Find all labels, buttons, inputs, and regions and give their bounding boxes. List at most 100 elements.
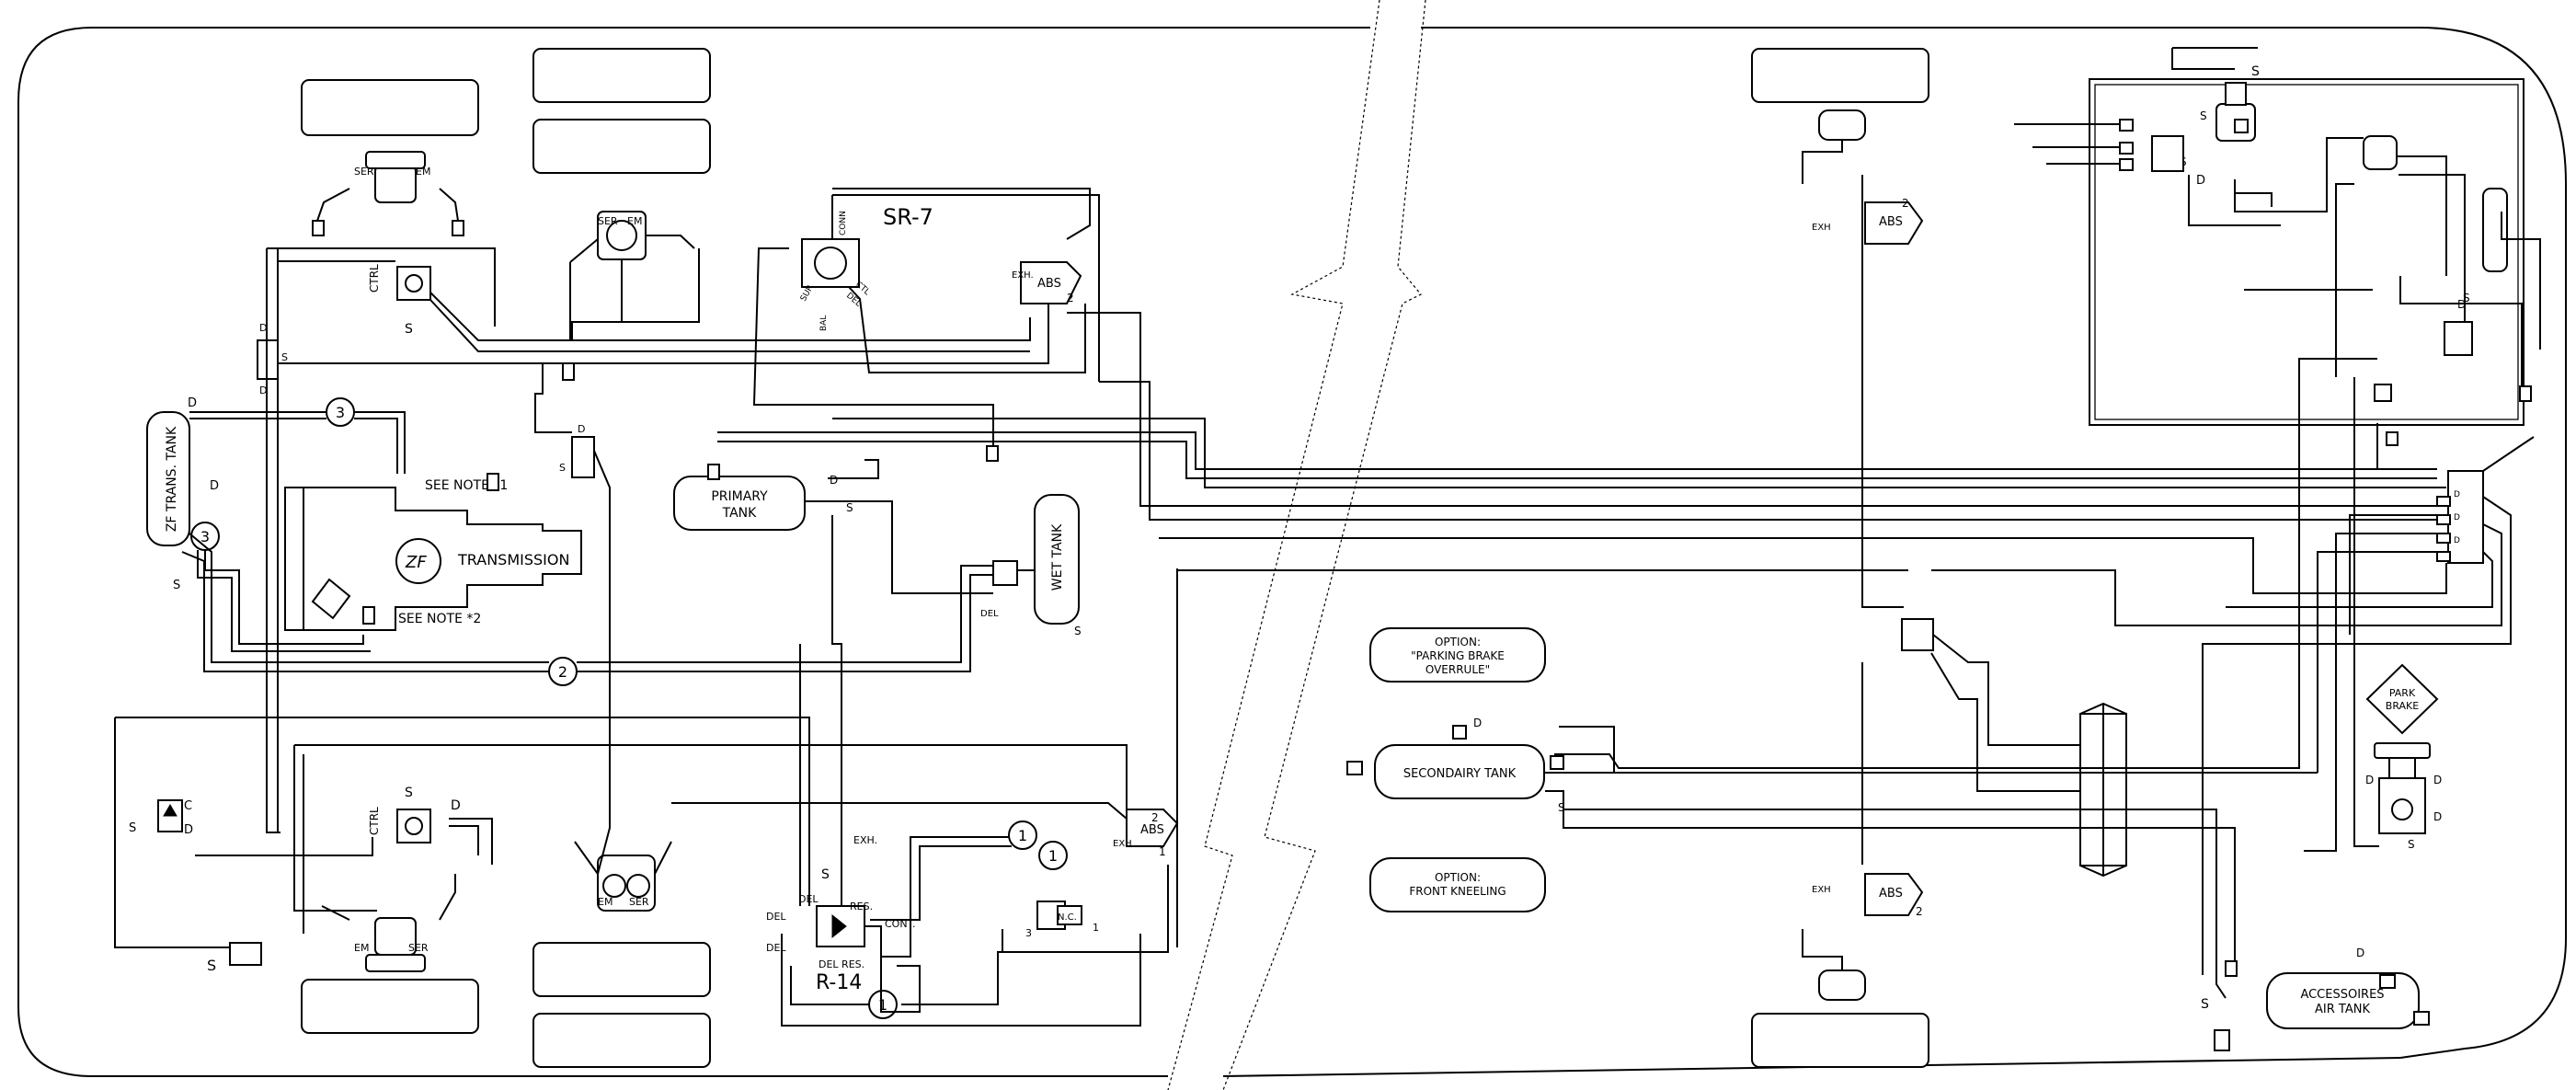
wheel-front-right-upper (1751, 48, 1929, 103)
abs-front-lower-exh: EXH (1812, 885, 1831, 895)
ctrl-lower-d-label: D (451, 798, 461, 813)
callout-1-bottom-num: 1 (878, 996, 887, 1014)
secondary-tank-label: SECONDAIRY TANK (1403, 767, 1517, 781)
callout-3-lower: 3 (190, 522, 220, 551)
brake-chamber-drive-upper: SER EM (569, 211, 695, 263)
zf-tank-label: ZF TRANS. TANK (165, 426, 179, 532)
drive-upper-em-label: EM (627, 215, 642, 227)
park-brake-sign: PARK BRAKE (2365, 663, 2439, 735)
abs-front-upper-label: ABS (1879, 215, 1903, 229)
chamber-ser-label: SER (354, 166, 374, 178)
ctrl-valve-upper: CTRL S (368, 264, 431, 337)
park-valve-d1: D (2365, 774, 2374, 786)
ctrl-upper-s-label: S (405, 322, 413, 337)
front-axle-beam (2079, 702, 2127, 878)
transmission-label: TRANSMISSION (457, 551, 569, 568)
panel-s-top: S (2251, 64, 2260, 79)
chamber-lower-em-label: EM (354, 942, 369, 954)
abs-lower-port1: 1 (1159, 845, 1166, 858)
spring-valve-bottom-left: S (207, 942, 262, 974)
abs-front-lower-label: ABS (1879, 887, 1903, 901)
sr7-port-conn: CONN (839, 211, 848, 235)
r14-exh-label: EXH. (853, 834, 877, 846)
park-brake-line1: PARK (2389, 687, 2416, 699)
see-note-2: SEE NOTE *2 (398, 612, 481, 626)
qr-c-label: C (184, 799, 192, 813)
callout-3-upper-num: 3 (336, 404, 345, 421)
check-valve-wet-tank: DEL (980, 560, 1018, 619)
quick-release-valve-left: C D S (129, 799, 193, 837)
spring-valve-s: S (207, 957, 216, 974)
drive-lower-ser-label: SER (629, 896, 649, 908)
callout-2: 2 (548, 657, 578, 686)
accessories-line1: ACCESSOIRES (2300, 988, 2384, 1002)
primary-tank-line2: TANK (722, 506, 758, 521)
r14-cont-label: CONT. (885, 918, 915, 930)
accessories-line2: AIR TANK (2315, 1003, 2370, 1016)
solenoid-nc-label: N.C. (1058, 912, 1077, 923)
brake-chamber-front-right-upper (1802, 109, 1866, 184)
check-valve-center: D S (559, 423, 595, 478)
wheel-front-left-upper (301, 79, 479, 136)
park-brake-line2: BRAKE (2386, 700, 2419, 712)
secondary-tank-d: D (1473, 717, 1482, 729)
brake-chamber-left-upper: SER EM (312, 151, 464, 236)
panel-d-left: D (2196, 174, 2205, 188)
sr7-label: SR-7 (883, 204, 933, 230)
callout-1-top-num: 1 (1018, 827, 1027, 844)
two-way-check-valve-left: D S D (257, 322, 288, 396)
primary-tank-d: D (830, 474, 838, 487)
callout-1-mid: 1 (1038, 841, 1068, 870)
brake-chamber-drive-lower: EM SER (574, 841, 672, 912)
park-brake-valve: D D D S (2365, 742, 2442, 851)
manifold-d2: D (2454, 513, 2460, 522)
wheel-front-right-lower (1751, 1013, 1929, 1068)
sr7-valve: SR-7 CONN SUP BAL DEL CTL (799, 204, 933, 331)
callout-3-upper: 3 (326, 397, 355, 427)
accessories-s: S (2201, 997, 2209, 1012)
abs-lower-exh: EXH (1113, 839, 1132, 849)
section-break-lines (1167, 0, 1426, 1090)
manifold-block-right: D D D (2447, 436, 2535, 564)
callout-2-num: 2 (558, 663, 567, 681)
opt-parking-line3: OVERRULE" (1425, 663, 1490, 676)
wheel-drive-upper-1 (532, 48, 711, 103)
secondary-tank-s: S (1558, 801, 1565, 814)
opt-kneeling-line1: OPTION: (1435, 871, 1481, 884)
tcv-d-top: D (259, 322, 267, 334)
panel-s-right: S (2463, 292, 2470, 304)
qr-d-label: D (184, 823, 193, 837)
drive-lower-em-label: EM (598, 896, 613, 908)
zf-tank-d-top: D (188, 396, 197, 410)
abs-valve-front-upper: ABS EXH 2 (1812, 197, 1924, 245)
tcv-s-label: S (281, 351, 288, 363)
manifold-d1: D (2454, 490, 2460, 499)
abs-upper-label: ABS (1037, 277, 1061, 291)
callout-1-mid-num: 1 (1048, 847, 1058, 865)
brake-chamber-left-lower: EM SER (321, 874, 456, 972)
ctrl-valve-lower: CTRL S D (368, 786, 461, 843)
accessories-d: D (2356, 947, 2364, 959)
zf-trans-tank: ZF TRANS. TANK D D S (146, 396, 219, 592)
abs-upper-exh: EXH. (1012, 270, 1034, 281)
wheel-drive-lower-2 (532, 1013, 711, 1068)
solenoid-port1: 1 (1093, 922, 1099, 934)
solenoid-port3: 3 (1025, 927, 1032, 939)
abs-lower-label: ABS (1140, 823, 1164, 837)
wheel-drive-lower-1 (532, 942, 711, 997)
callout-3-lower-num: 3 (200, 528, 210, 545)
fittings (362, 119, 2532, 1051)
abs-front-lower-port2: 2 (1916, 905, 1923, 918)
panel-s-top2: S (2200, 109, 2207, 122)
abs-valve-front-lower: ABS EXH 2 (1812, 873, 1924, 918)
ctrl-lower-label: CTRL (368, 807, 381, 835)
park-valve-s: S (2408, 838, 2415, 851)
chamber-lower-ser-label: SER (408, 942, 429, 954)
ctrl-lower-s-label: S (405, 786, 413, 800)
wet-tank-s: S (1074, 625, 1082, 637)
transmission: ZF TRANSMISSION SEE NOTE *1 SEE NOTE *2 (284, 478, 582, 631)
drive-upper-ser-label: SER (598, 215, 618, 227)
r14-res-label: RES. (850, 901, 873, 912)
zf-tank-s: S (173, 579, 180, 592)
